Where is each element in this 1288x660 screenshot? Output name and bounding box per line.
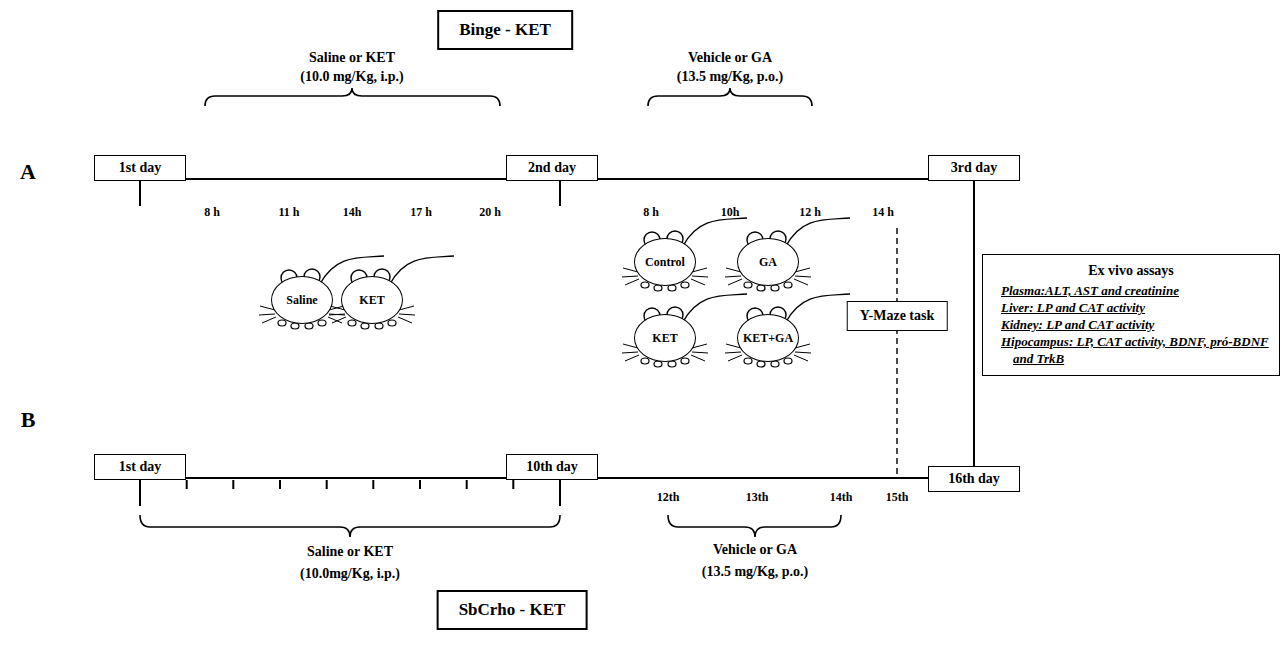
- task-box: Y-Maze task: [847, 301, 948, 331]
- time-label: 17 h: [410, 205, 432, 220]
- node-label: SbCrho - KET: [459, 600, 566, 620]
- mouse-group: KET+GA: [737, 314, 799, 362]
- time-label: 8 h: [643, 205, 659, 220]
- timeline-line: [186, 477, 506, 479]
- treatment-label: Vehicle or GA: [688, 50, 772, 66]
- tick-mark: [140, 180, 560, 506]
- assay-line: Liver: LP and CAT activity: [991, 299, 1271, 316]
- node-label: Saline: [286, 293, 317, 308]
- assay-line: Plasma:ALT, AST and creatinine: [991, 282, 1271, 299]
- node-label: GA: [759, 255, 777, 270]
- node-label: 1st day: [105, 458, 175, 476]
- protocol-title-box: Binge - KET: [437, 10, 573, 50]
- mouse-group: KET: [341, 276, 403, 324]
- dose-label: (10.0mg/Kg, i.p.): [300, 566, 400, 582]
- timeline-line: [973, 181, 975, 466]
- day-label: 15th: [886, 490, 909, 505]
- time-label: 11 h: [278, 205, 299, 220]
- node-label: 1st day: [105, 159, 175, 177]
- node-label: 10th day: [517, 458, 587, 476]
- time-label: 20 h: [479, 205, 501, 220]
- treatment-label: Vehicle or GA: [713, 542, 797, 558]
- node-label: 3rd day: [939, 159, 1009, 177]
- panel-letter: A: [20, 159, 36, 185]
- timeline-line: [598, 178, 928, 180]
- node-label: Ex vivo assays: [991, 261, 1271, 280]
- assay-box: Ex vivo assaysPlasma:ALT, AST and creati…: [982, 254, 1280, 376]
- mouse-group: Saline: [271, 276, 333, 324]
- protocol-title-box: SbCrho - KET: [437, 590, 588, 630]
- assay-line: Kidney: LP and CAT activity: [991, 316, 1271, 333]
- dose-label: (13.5 mg/Kg, p.o.): [702, 564, 809, 580]
- brace: [140, 88, 841, 537]
- node-label: Control: [645, 255, 685, 270]
- mouse-group: Control: [634, 238, 696, 286]
- day-label: 12th: [657, 490, 680, 505]
- timeline-line: [186, 178, 506, 180]
- node-label: KET: [652, 331, 677, 346]
- dose-label: (13.5 mg/Kg, p.o.): [677, 69, 784, 85]
- day-box: 16th day: [928, 466, 1020, 492]
- time-label: 14h: [343, 205, 362, 220]
- panel-letter: B: [21, 407, 36, 433]
- treatment-label: Saline or KET: [307, 544, 393, 560]
- time-label: 12 h: [799, 205, 821, 220]
- day-box: 10th day: [506, 454, 598, 480]
- node-label: KET: [359, 293, 384, 308]
- node-label: Binge - KET: [459, 20, 551, 40]
- day-box: 3rd day: [928, 155, 1020, 181]
- day-box: 2nd day: [506, 155, 598, 181]
- treatment-label: Saline or KET: [309, 50, 395, 66]
- dashed-marker: [896, 228, 897, 477]
- day-label: 14th: [830, 490, 853, 505]
- day-box: 1st day: [94, 155, 186, 181]
- mouse-illustration: [259, 218, 850, 367]
- day-box: 1st day: [94, 454, 186, 480]
- day-label: 13th: [746, 490, 769, 505]
- node-label: KET+GA: [743, 331, 793, 346]
- dose-label: (10.0 mg/Kg, i.p.): [300, 69, 403, 85]
- node-label: Y-Maze task: [860, 307, 935, 325]
- time-label: 14 h: [872, 205, 894, 220]
- node-label: 16th day: [939, 470, 1009, 488]
- assay-line: Hipocampus: LP, CAT activity, BDNF, pró-…: [991, 333, 1271, 367]
- mouse-group: GA: [737, 238, 799, 286]
- time-label: 10h: [721, 205, 740, 220]
- time-label: 8 h: [204, 205, 220, 220]
- mouse-group: KET: [634, 314, 696, 362]
- timeline-line: [598, 477, 928, 479]
- node-label: 2nd day: [517, 159, 587, 177]
